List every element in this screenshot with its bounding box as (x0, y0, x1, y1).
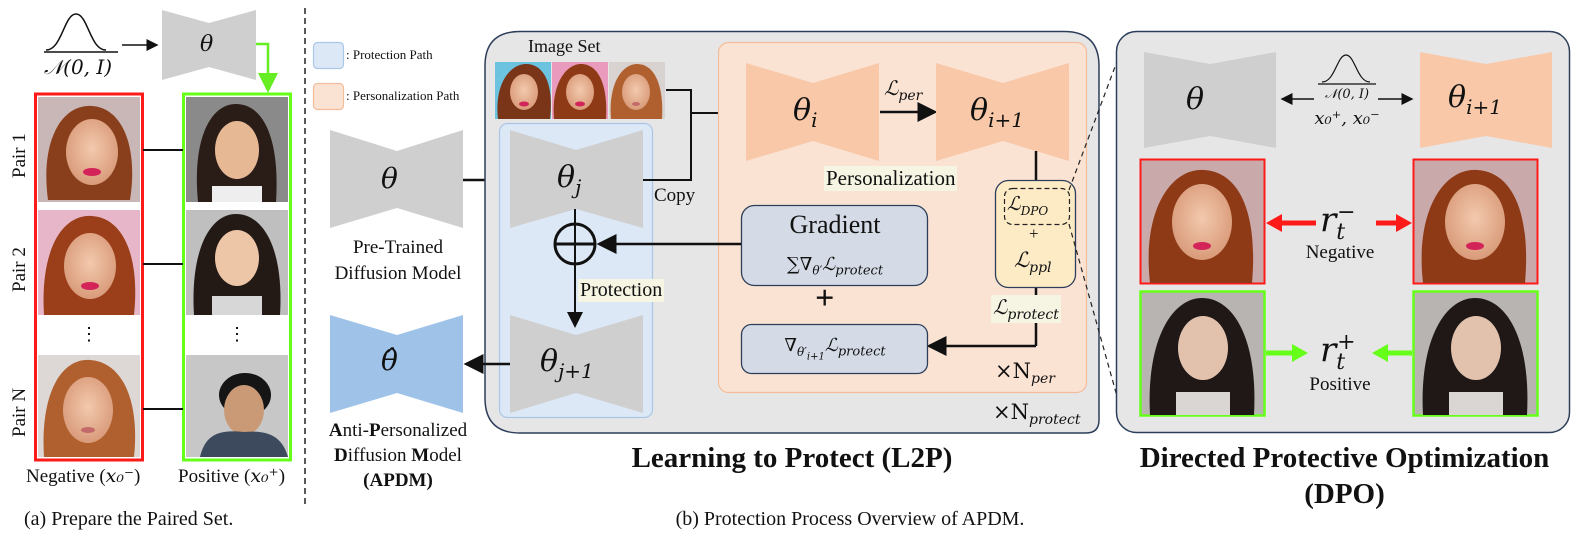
gradient-term-box (740, 323, 929, 375)
positive-set-label: Positive (x₀⁺) (178, 465, 286, 487)
theta-i-hourglass (746, 63, 879, 161)
face-images-a: ⋮ ⋮ (38, 97, 288, 457)
image-set-thumbnails (495, 62, 665, 119)
theta-j-hourglass (510, 130, 643, 228)
gradient-sum-expression: ∑∇θ′ℒprotect (786, 254, 884, 279)
negative-ellipsis: ⋮ (80, 324, 98, 344)
apdm-model-hourglass (330, 315, 463, 413)
dpo-theta-label: θ (1186, 82, 1205, 117)
red-arrow-right-icon (1396, 214, 1412, 232)
noise-distribution-label: 𝒩(0, I) (44, 55, 113, 79)
theta-i-label: θi (793, 93, 818, 132)
legend-personalization-swatch (312, 82, 345, 111)
l-protect-label: ℒprotect (991, 295, 1061, 323)
pair-2-label: Pair 2 (9, 247, 30, 292)
dpo-inputs-label: x₀⁺, x₀⁻ (1314, 108, 1380, 129)
apdm-theta-hat: θ̂ (381, 344, 398, 377)
theta-i1-label: θi+1 (970, 93, 1024, 132)
theta-j1-label: θj+1 (540, 344, 594, 383)
protection-label: Protection (578, 279, 665, 302)
pretrained-theta: θ (381, 162, 398, 195)
green-arrow-left-icon (1292, 344, 1308, 362)
positive-image-pair-2 (186, 210, 288, 315)
l-dpo-label: ℒDPO (1007, 193, 1049, 218)
l-dpo-highlight (1003, 187, 1071, 226)
gradient-term-expression: ∇θ′i+1ℒprotect (784, 335, 886, 362)
positive-ellipsis: ⋮ (228, 324, 246, 344)
positive-image-pair-n (186, 355, 288, 457)
legend-protection-label: : Protection Path (346, 47, 433, 62)
apdm-label: Anti-Personalized Diffusion Model (APDM) (328, 420, 468, 491)
panel-dpo (1115, 30, 1571, 434)
legend-personalization-label: : Personalization Path (346, 88, 460, 103)
r-positive-label: rt+ (1320, 330, 1356, 376)
dpo-negative-right-image (1412, 158, 1539, 285)
legend-protection-swatch (312, 41, 345, 70)
l-ppl-label: ℒppl (1014, 248, 1052, 277)
dpo-positive-right-image (1412, 290, 1539, 417)
l-per-label: ℒper (884, 76, 923, 104)
negative-image-pair-1 (38, 97, 140, 202)
gradient-plus: + (815, 280, 835, 317)
pair-n-label: Pair N (9, 387, 30, 437)
zoom-line-bottom (1068, 223, 1126, 426)
red-arrow-left-icon (1266, 214, 1282, 232)
positive-label: Positive (1309, 374, 1371, 395)
dpo-gaussian-icon (1321, 54, 1371, 83)
theta-i1-hourglass (936, 63, 1069, 161)
gradient-title: Gradient (789, 210, 881, 239)
green-arrow-right-icon (1372, 344, 1388, 362)
caption-b: (b) Protection Process Overview of APDM. (675, 508, 1025, 530)
dpo-theta-i1-label: θi+1 (1448, 80, 1502, 119)
loss-plus: + (1029, 224, 1039, 243)
model-symbol-a: θ (200, 32, 214, 57)
dpo-noise-label: 𝒩(0, I) (1324, 87, 1370, 102)
negative-set-label: Negative (x₀⁻) (26, 465, 141, 487)
negative-image-pair-n (38, 355, 140, 457)
loss-box (994, 179, 1077, 289)
copy-label: Copy (654, 185, 696, 206)
dpo-negative-left-image (1139, 158, 1266, 285)
copy-connector (643, 89, 692, 181)
dpo-theta-hourglass (1144, 52, 1276, 148)
gradient-box (740, 204, 929, 287)
personalization-label: Personalization (824, 166, 958, 191)
dpo-title: Directed Protective Optimization(DPO) (1139, 442, 1550, 510)
image-set-label: Image Set (528, 36, 601, 56)
negative-label: Negative (1305, 242, 1375, 263)
n-per-label: ×Nper (995, 359, 1055, 388)
caption-a: (a) Prepare the Paired Set. (24, 508, 234, 530)
pair-1-label: Pair 1 (9, 133, 30, 178)
gaussian-curve-icon (45, 13, 107, 51)
theta-j1-hourglass (510, 315, 643, 413)
theta-j-label: θj (557, 160, 582, 199)
panel-b (330, 30, 1126, 434)
n-protect-label: ×Nprotect (993, 400, 1081, 429)
l2p-title: Learning to Protect (L2P) (631, 442, 953, 474)
r-negative-label: rt− (1320, 200, 1356, 246)
model-hourglass-a (162, 10, 256, 80)
dpo-positive-left-image (1139, 290, 1266, 417)
pretrained-model-hourglass (330, 130, 463, 228)
negative-image-pair-2 (38, 210, 140, 315)
dpo-theta-i1-hourglass (1420, 52, 1552, 148)
arrow-model-to-positive (256, 42, 278, 93)
positive-image-pair-1 (186, 97, 288, 202)
